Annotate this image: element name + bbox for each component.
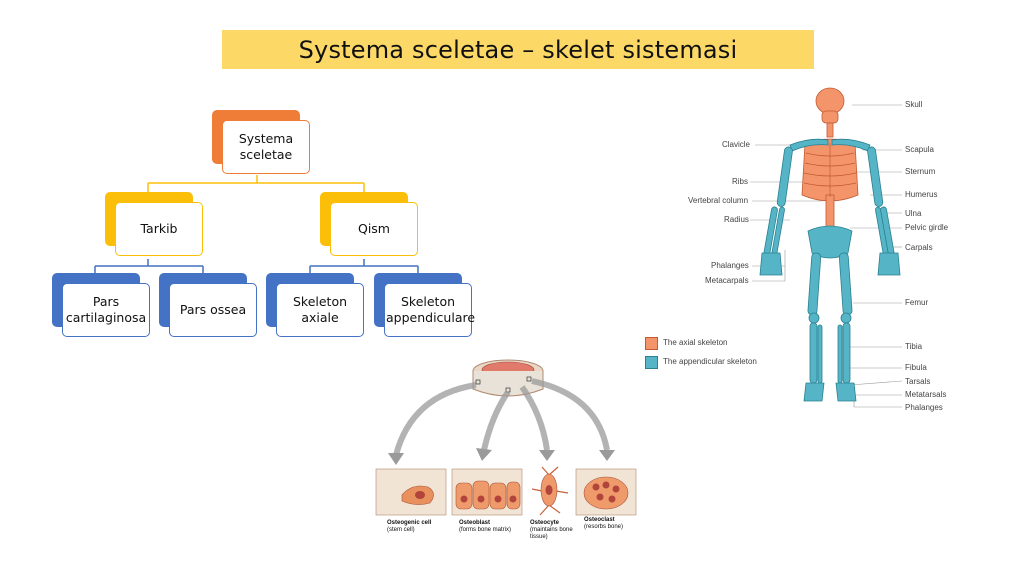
node-label: Pars ossea <box>179 301 247 317</box>
page-title: Systema sceletae – skelet sistemasi <box>298 35 738 64</box>
label-skull: Skull <box>905 100 923 109</box>
node-pars-cartilaginosa: Pars cartilaginosa <box>52 273 152 339</box>
label-metacarpals: Metacarpals <box>705 276 749 285</box>
node-systema-sceletae: Systema sceletae <box>212 110 312 176</box>
label-sternum: Sternum <box>905 167 936 176</box>
node-label: Skeleton axiale <box>292 293 348 325</box>
label-metatarsals: Metatarsals <box>905 390 947 399</box>
label-carpals: Carpals <box>905 243 933 252</box>
caption-osteoclast: Osteoclast (resorbs bone) <box>584 517 644 531</box>
label-phalanges-hand: Phalanges <box>711 261 749 270</box>
cell-name: Osteoblast <box>459 520 491 526</box>
legend-swatch-axial <box>645 337 658 350</box>
label-phalanges-foot: Phalanges <box>905 403 943 412</box>
label-tibia: Tibia <box>905 342 923 351</box>
bone-cells-illustration <box>375 359 637 516</box>
legend-label-appendicular: The appendicular skeleton <box>663 357 757 366</box>
caption-osteocyte: Osteocyte (maintains bone tissue) <box>530 520 574 541</box>
node-label: Systema sceletae <box>238 130 294 162</box>
label-humerus: Humerus <box>905 190 938 199</box>
node-qism: Qism <box>320 192 420 258</box>
label-clavicle: Clavicle <box>722 140 751 149</box>
label-tarsals: Tarsals <box>905 377 931 386</box>
node-tarkib: Tarkib <box>105 192 205 258</box>
legend-swatch-appendicular <box>645 356 658 369</box>
node-skeleton-appendiculare: Skeleton appendiculare <box>374 273 476 339</box>
node-label: Qism <box>357 220 390 236</box>
cell-desc: (forms bone matrix) <box>459 526 512 533</box>
label-scapula: Scapula <box>905 145 934 154</box>
label-vertebral-column: Vertebral column <box>688 196 749 205</box>
caption-osteogenic-cell: Osteogenic cell (stem cell) <box>387 520 455 534</box>
skeleton-illustration <box>750 87 903 408</box>
node-label: Tarkib <box>140 220 178 236</box>
cell-name: Osteocyte <box>530 520 560 526</box>
label-radius: Radius <box>724 215 749 224</box>
cell-desc: (stem cell) <box>387 526 415 533</box>
label-ulna: Ulna <box>905 209 922 218</box>
cell-desc: (maintains bone tissue) <box>530 526 573 540</box>
node-label: Skeleton appendiculare <box>386 293 476 325</box>
cell-desc: (resorbs bone) <box>584 523 624 530</box>
cell-name: Osteoclast <box>584 517 615 523</box>
node-skeleton-axiale: Skeleton axiale <box>266 273 366 339</box>
node-label: Pars cartilaginosa <box>65 293 147 325</box>
label-fibula: Fibula <box>905 363 927 372</box>
label-ribs: Ribs <box>732 177 749 186</box>
label-femur: Femur <box>905 298 929 307</box>
node-pars-ossea: Pars ossea <box>159 273 259 339</box>
label-pelvic-girdle: Pelvic girdle <box>905 223 949 232</box>
caption-osteoblast: Osteoblast (forms bone matrix) <box>459 520 529 534</box>
cell-name: Osteogenic cell <box>387 520 432 526</box>
legend-label-axial: The axial skeleton <box>663 338 728 347</box>
title-bar: Systema sceletae – skelet sistemasi <box>222 30 814 69</box>
